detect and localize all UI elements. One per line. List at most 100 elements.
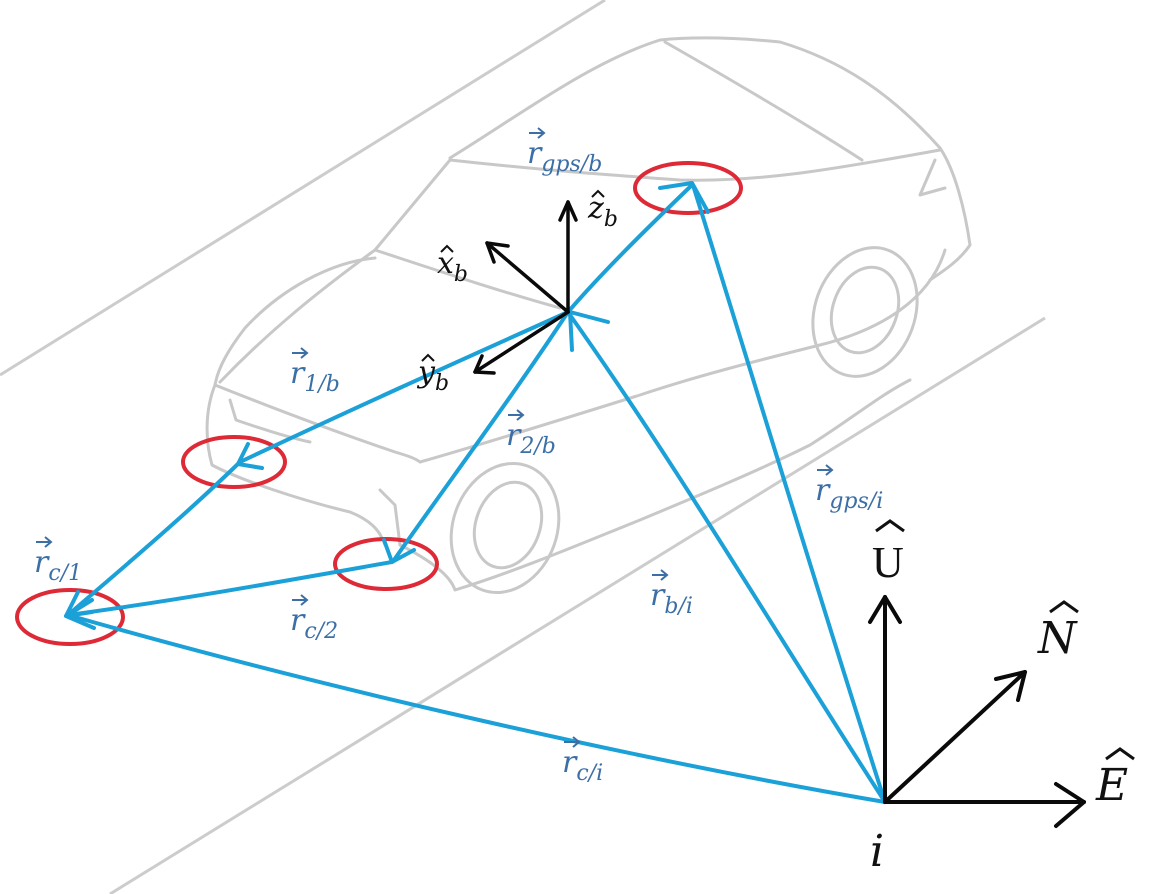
label-east-hat-icon (1105, 747, 1135, 761)
label-r-c-1-arrow-icon (36, 536, 53, 548)
label-r-gps-b-arrow-icon (529, 127, 546, 139)
car-roofline (448, 148, 942, 182)
road-edge-upper (0, 0, 606, 377)
vector-gps-b-head (658, 181, 710, 214)
car-hood-crease (218, 248, 377, 384)
body-x-axis-head (485, 241, 510, 264)
label-r-b-i-arrow-icon (652, 569, 669, 581)
inertial-north-axis-head (994, 670, 1027, 702)
label-north-hat-icon (1049, 600, 1079, 614)
label-r-1-b-arrow-icon (292, 347, 309, 359)
svg-text:yb: yb (416, 355, 449, 396)
car-rear-wheel-outer (811, 246, 919, 378)
road (0, 0, 1046, 894)
label-r-c-2-sub: c/2 (304, 619, 338, 644)
vector-b-i-head (568, 310, 610, 352)
label-z-b-hat-icon (591, 189, 605, 198)
car-front-wheel-inner (472, 480, 544, 570)
svg-text:rgps/i: rgps/i (815, 473, 883, 514)
svg-text:rgps/b: rgps/b (527, 136, 602, 177)
label-r-b-i-sym: r (650, 578, 666, 613)
label-x-b-sym: x (437, 246, 454, 281)
label-y-b-hat-icon (421, 353, 435, 362)
body-axes (473, 200, 578, 375)
car-taillight (918, 158, 947, 197)
svg-text:rc/1: rc/1 (34, 545, 82, 586)
label-r-1-b: r1/b (290, 347, 340, 397)
label-r-b-i: rb/i (650, 569, 693, 619)
car-sketch (205, 36, 972, 595)
vector-c-2 (66, 560, 394, 617)
svg-text:rb/i: rb/i (650, 578, 693, 619)
label-r-c-1-sym: r (34, 545, 50, 580)
car-hood (213, 256, 377, 387)
sensor-markers (15, 161, 743, 646)
label-y-b-sub: b (435, 371, 449, 396)
car-front-wheel-outer (449, 461, 561, 595)
label-north-text: N (1037, 613, 1078, 664)
inertial-axes (868, 595, 1086, 828)
label-r-c-i: rc/i (562, 736, 603, 786)
label-y-b-sym: y (416, 355, 436, 390)
vector-b-i (568, 313, 887, 804)
svg-text:r1/b: r1/b (290, 356, 340, 397)
label-r-gps-i-sub: gps/i (829, 489, 883, 514)
label-r-2-b-arrow-icon (508, 409, 525, 421)
svg-text:rc/i: rc/i (562, 745, 603, 786)
label-x-b: xb (437, 244, 468, 287)
body-y-axis-head (473, 354, 496, 375)
svg-text:zb: zb (587, 191, 618, 232)
car-headlight (228, 398, 312, 444)
gps-marker (633, 161, 743, 215)
label-north: N (1037, 600, 1079, 664)
label-up: U (872, 519, 905, 587)
car-rear-wheel-inner (829, 265, 901, 355)
label-r-c-1: rc/1 (34, 536, 82, 586)
label-r-c-2: rc/2 (290, 594, 338, 644)
label-r-2-b-sym: r (506, 418, 522, 453)
label-up-hat-icon (875, 519, 905, 533)
car-roof (448, 36, 942, 160)
inertial-axis-labels: U N E i (870, 519, 1135, 877)
label-r-c-i-sym: r (562, 745, 578, 780)
label-r-gps-i-arrow-icon (817, 464, 834, 476)
label-east-text: E (1095, 760, 1128, 811)
vector-1-b (238, 310, 570, 464)
vectors (64, 181, 887, 804)
vector-2-b (392, 310, 570, 562)
svg-text:xb: xb (437, 246, 468, 287)
label-r-c-1-sub: c/1 (48, 561, 82, 586)
label-r-1-b-sym: r (290, 356, 306, 391)
vector-c-i (66, 613, 887, 804)
label-r-c-i-sub: c/i (576, 761, 603, 786)
vector-c-2-head (64, 598, 96, 630)
label-r-b-i-sub: b/i (664, 594, 693, 619)
inertial-north-axis (883, 670, 1027, 804)
label-r-2-b: r2/b (506, 409, 556, 459)
body-y-axis (473, 310, 570, 374)
label-r-c-2-sym: r (290, 603, 306, 638)
label-x-b-hat-icon (440, 244, 454, 253)
car-hood-front (213, 383, 422, 464)
label-r-gps-b: rgps/b (527, 127, 602, 177)
label-x-b-sub: b (454, 262, 468, 287)
vector-c-1 (66, 460, 242, 617)
vector-gps-i (691, 183, 887, 804)
label-east: E (1095, 747, 1135, 811)
label-up-text: U (872, 538, 904, 587)
inertial-east-axis-head (1054, 782, 1086, 828)
svg-text:rc/2: rc/2 (290, 603, 338, 644)
car-windshield (373, 158, 562, 310)
car-bumper (378, 488, 402, 547)
label-r-c-2-arrow-icon (292, 594, 309, 606)
body-axis-labels: xb yb zb (416, 189, 618, 396)
svg-text:r2/b: r2/b (506, 418, 556, 459)
sensor-1-marker (181, 435, 287, 489)
camera-marker (15, 588, 125, 646)
road-edge-lower (109, 316, 1046, 894)
label-r-gps-i-sym: r (815, 473, 831, 508)
label-z-b-sym: z (587, 191, 604, 226)
inertial-up-axis-head (868, 595, 902, 624)
body-x-axis (485, 241, 570, 314)
